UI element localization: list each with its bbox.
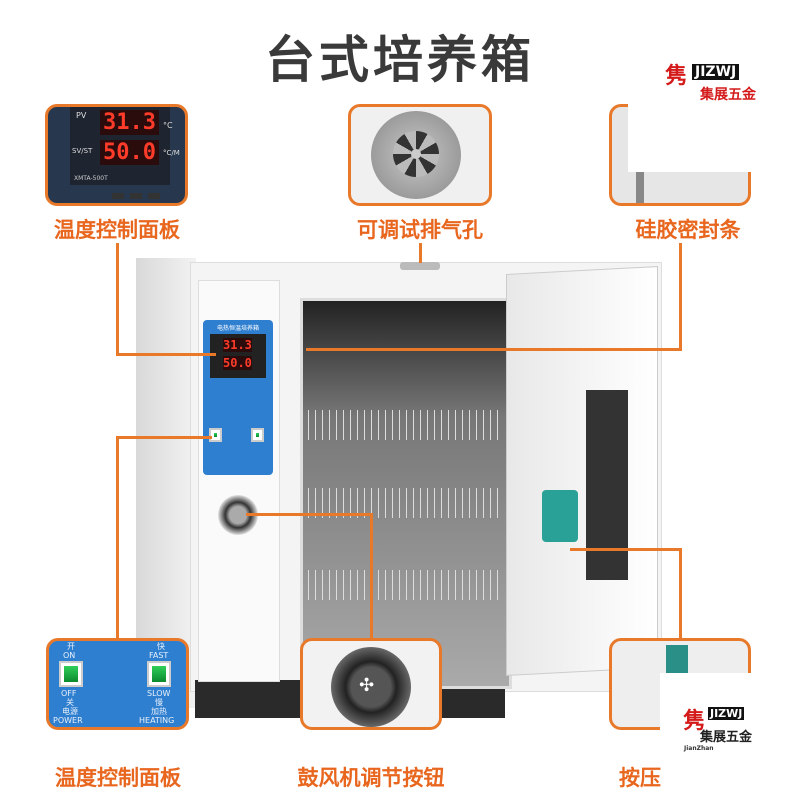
- callout-vent-image: [348, 104, 492, 206]
- watermark-cover: [628, 88, 754, 172]
- heating-cn: 加热: [151, 707, 167, 716]
- on-cn: 开: [67, 642, 75, 651]
- door-handle[interactable]: [542, 490, 578, 542]
- callout-blower-image: ✣: [300, 638, 442, 730]
- page-title: 台式培养箱: [265, 31, 535, 89]
- off-cn: 关: [66, 698, 74, 707]
- power-switch[interactable]: [209, 428, 222, 442]
- callout-label: 温度控制面板: [54, 218, 180, 242]
- watermark-brand-bottom: JIZWJ: [708, 707, 745, 720]
- fan-icon: ✣: [359, 675, 375, 696]
- watermark-cn-bottom: 集展五金: [700, 730, 753, 745]
- fan-knob-icon: [331, 647, 411, 727]
- pv-display: 31.3: [100, 110, 159, 135]
- model-label: XMTA-500T: [74, 175, 108, 182]
- callout-label: 温度控制面板: [55, 766, 181, 790]
- watermark-logo-top: 隽: [665, 64, 688, 89]
- sv-unit: °C/M: [163, 149, 180, 157]
- callout-label: 鼓风机调节按钮: [297, 766, 445, 790]
- oven-panel-name: 电热恒温培养箱: [216, 325, 259, 332]
- heating-switch[interactable]: [147, 661, 171, 687]
- sv-display: 50.0: [100, 140, 159, 165]
- slow-en: SLOW: [147, 689, 171, 698]
- oven-pv-display: 31.3: [223, 338, 252, 352]
- watermark-sub: JianZhan: [684, 745, 714, 752]
- power-switch[interactable]: [59, 661, 83, 687]
- sv-label: SV/ST: [72, 147, 93, 155]
- callout-label: 硅胶密封条: [635, 218, 741, 242]
- fast-cn: 快: [157, 642, 165, 651]
- oven-door[interactable]: [506, 266, 658, 676]
- shelf: [308, 410, 500, 440]
- power-cn: 电源: [62, 707, 78, 716]
- oven-sv-display: 50.0: [223, 356, 252, 370]
- callout-label: 按压: [619, 766, 661, 790]
- top-vent: [400, 262, 440, 270]
- watermark-brand: JIZWJ: [692, 64, 740, 80]
- off-en: OFF: [61, 689, 77, 698]
- power-en: POWER: [53, 716, 83, 725]
- oven-side: [136, 258, 196, 708]
- on-en: ON: [63, 651, 76, 660]
- oven-control-panel: 电热恒温培养箱 31.3 50.0: [203, 320, 273, 475]
- fast-en: FAST: [149, 651, 169, 660]
- shelf: [308, 570, 500, 600]
- pv-unit: °C: [163, 121, 173, 130]
- pv-label: PV: [76, 111, 87, 120]
- slow-cn: 慢: [155, 698, 163, 707]
- heating-switch[interactable]: [251, 428, 264, 442]
- callout-switch-panel-image: 开 ON OFF 关 电源 POWER 快 FAST SLOW 慢 加热 HEA…: [46, 638, 189, 730]
- watermark-logo-bottom: 隽: [683, 709, 706, 734]
- watermark-logo: 集展五金: [700, 87, 756, 103]
- door-window: [586, 390, 628, 580]
- callout-controller-image: PV 31.3 °C SV/ST 50.0 °C/M XMTA-500T: [45, 104, 188, 206]
- callout-label: 可调试排气孔: [357, 218, 483, 242]
- heating-en: HEATING: [139, 716, 175, 725]
